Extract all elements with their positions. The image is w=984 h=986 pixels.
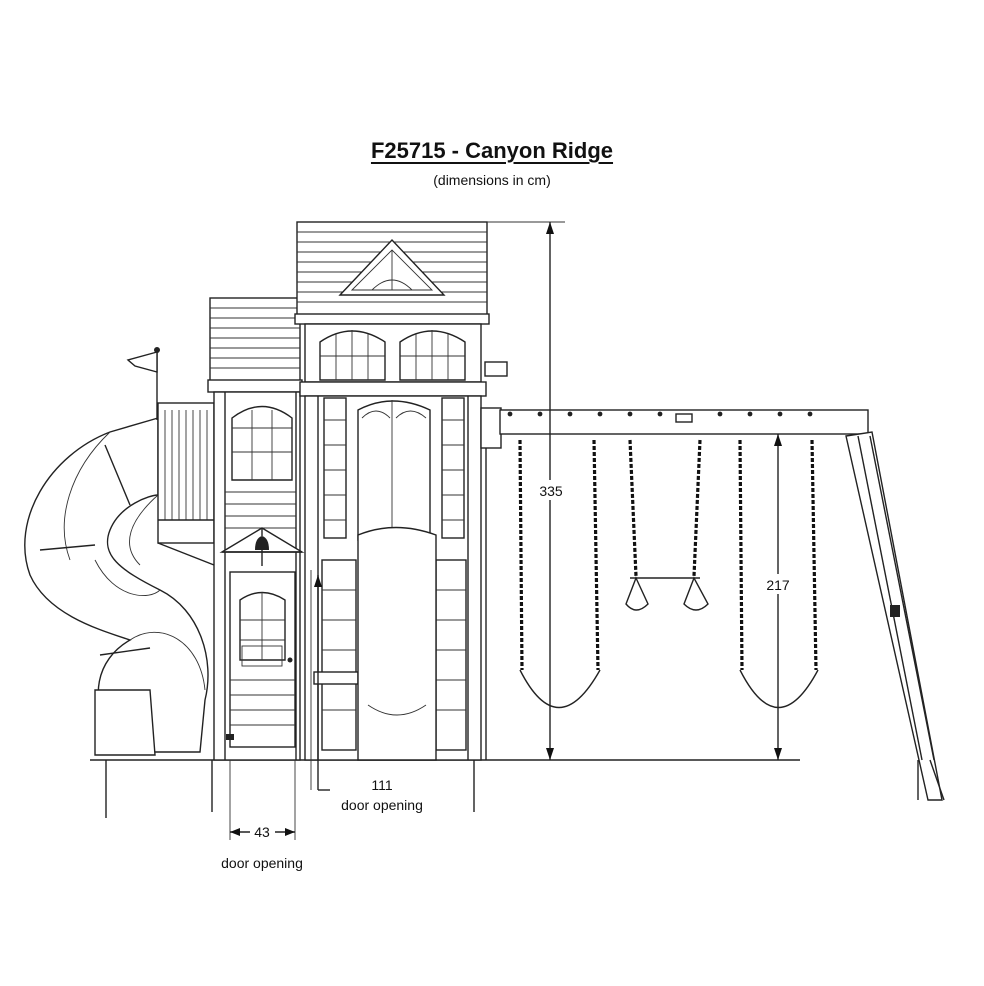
belt-swing-right <box>738 439 819 709</box>
main-tower <box>294 221 508 761</box>
dimension-335-label: 335 <box>539 483 563 499</box>
dimension-main-door: 111 door opening <box>310 570 423 813</box>
dimension-swing-height: 217 <box>762 434 794 760</box>
flag-icon <box>126 347 160 420</box>
tube-slide <box>24 417 209 756</box>
bell-icon <box>255 528 269 566</box>
dimension-total-height: 335 <box>487 221 567 760</box>
dimension-43-caption: door opening <box>221 855 303 871</box>
left-tower <box>207 297 305 761</box>
diagram-title: F25715 - Canyon Ridge <box>370 138 614 163</box>
dimension-43-label: 43 <box>254 824 270 840</box>
diagram-subtitle: (dimensions in cm) <box>433 172 551 188</box>
dimension-small-door: 43 door opening <box>221 760 303 871</box>
dimension-111-caption: door opening <box>341 797 423 813</box>
side-deck <box>157 402 215 566</box>
trapeze-rings <box>625 439 709 611</box>
belt-swing-left <box>518 439 601 709</box>
dimension-217-label: 217 <box>766 577 790 593</box>
dimension-111-label: 111 <box>371 777 392 793</box>
swing-beam <box>499 409 945 801</box>
ground-stakes <box>105 760 475 818</box>
